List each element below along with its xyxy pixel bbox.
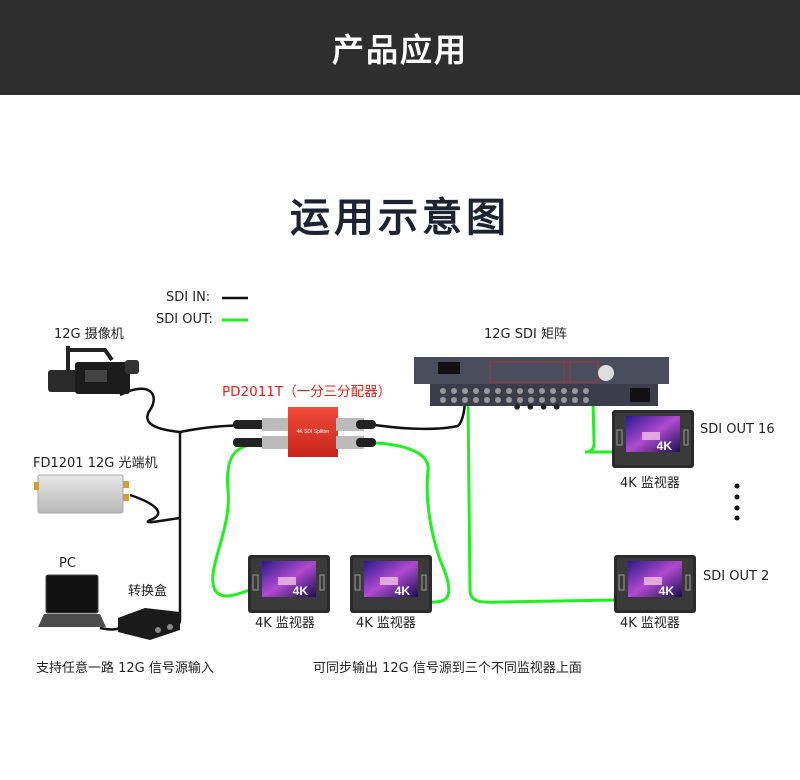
camera-cable bbox=[119, 387, 181, 434]
monitor-label-2: 4K 监视器 bbox=[356, 616, 416, 631]
monitor-icon-2 bbox=[349, 554, 433, 614]
splitter-out-monitor1 bbox=[211, 441, 263, 598]
converter-label: 转换盒 bbox=[128, 584, 168, 599]
fiber-cable bbox=[129, 493, 181, 524]
monitor-label-1: 4K 监视器 bbox=[255, 616, 315, 631]
legend-sdi-out-label: SDI OUT: bbox=[156, 312, 213, 327]
diagram-title: 运用示意图 bbox=[290, 195, 510, 241]
output-label-2: SDI OUT 2 bbox=[703, 569, 770, 584]
more-outputs-dots bbox=[734, 483, 740, 521]
fiber-transceiver-icon bbox=[34, 474, 129, 514]
svg-text:4K SDI Splitter: 4K SDI Splitter bbox=[297, 429, 330, 435]
video-camera-icon bbox=[48, 346, 139, 394]
monitor-icon-4 bbox=[613, 554, 697, 614]
sdi-matrix-icon bbox=[414, 357, 669, 406]
splitter-label: PD2011T（一分三分配器） bbox=[222, 384, 392, 400]
header-title: 产品应用 bbox=[331, 30, 468, 69]
header-banner: 产品应用 bbox=[0, 0, 800, 95]
matrix-label: 12G SDI 矩阵 bbox=[484, 327, 567, 342]
sdi-splitter-icon: 4K SDI Splitter bbox=[233, 407, 376, 457]
matrix-input-cable bbox=[374, 397, 467, 431]
monitor-icon-3 bbox=[611, 409, 695, 469]
matrix-ellipsis: •••• bbox=[512, 398, 565, 417]
output-label-16: SDI OUT 16 bbox=[700, 422, 775, 437]
matrix-out-2 bbox=[466, 399, 617, 604]
converter-box-icon bbox=[118, 608, 180, 640]
camera-label: 12G 摄像机 bbox=[54, 327, 124, 342]
fiber-label: FD1201 12G 光端机 bbox=[33, 456, 158, 471]
matrix-out-16 bbox=[584, 401, 614, 454]
caption-input: 支持任意一路 12G 信号源输入 bbox=[36, 661, 214, 676]
trunk-cable bbox=[169, 432, 182, 630]
monitor-label-4: 4K 监视器 bbox=[620, 616, 680, 631]
monitor-label-3: 4K 监视器 bbox=[620, 476, 680, 491]
splitter-out-monitor2 bbox=[374, 441, 451, 604]
monitor-icon-1 bbox=[247, 554, 331, 614]
pc-label: PC bbox=[59, 556, 76, 571]
caption-output: 可同步输出 12G 信号源到三个不同监视器上面 bbox=[313, 661, 582, 676]
legend-sdi-in-label: SDI IN: bbox=[166, 290, 211, 305]
pc-cable bbox=[99, 626, 121, 631]
laptop-icon bbox=[38, 574, 106, 627]
sdi-out-cables bbox=[211, 399, 617, 604]
